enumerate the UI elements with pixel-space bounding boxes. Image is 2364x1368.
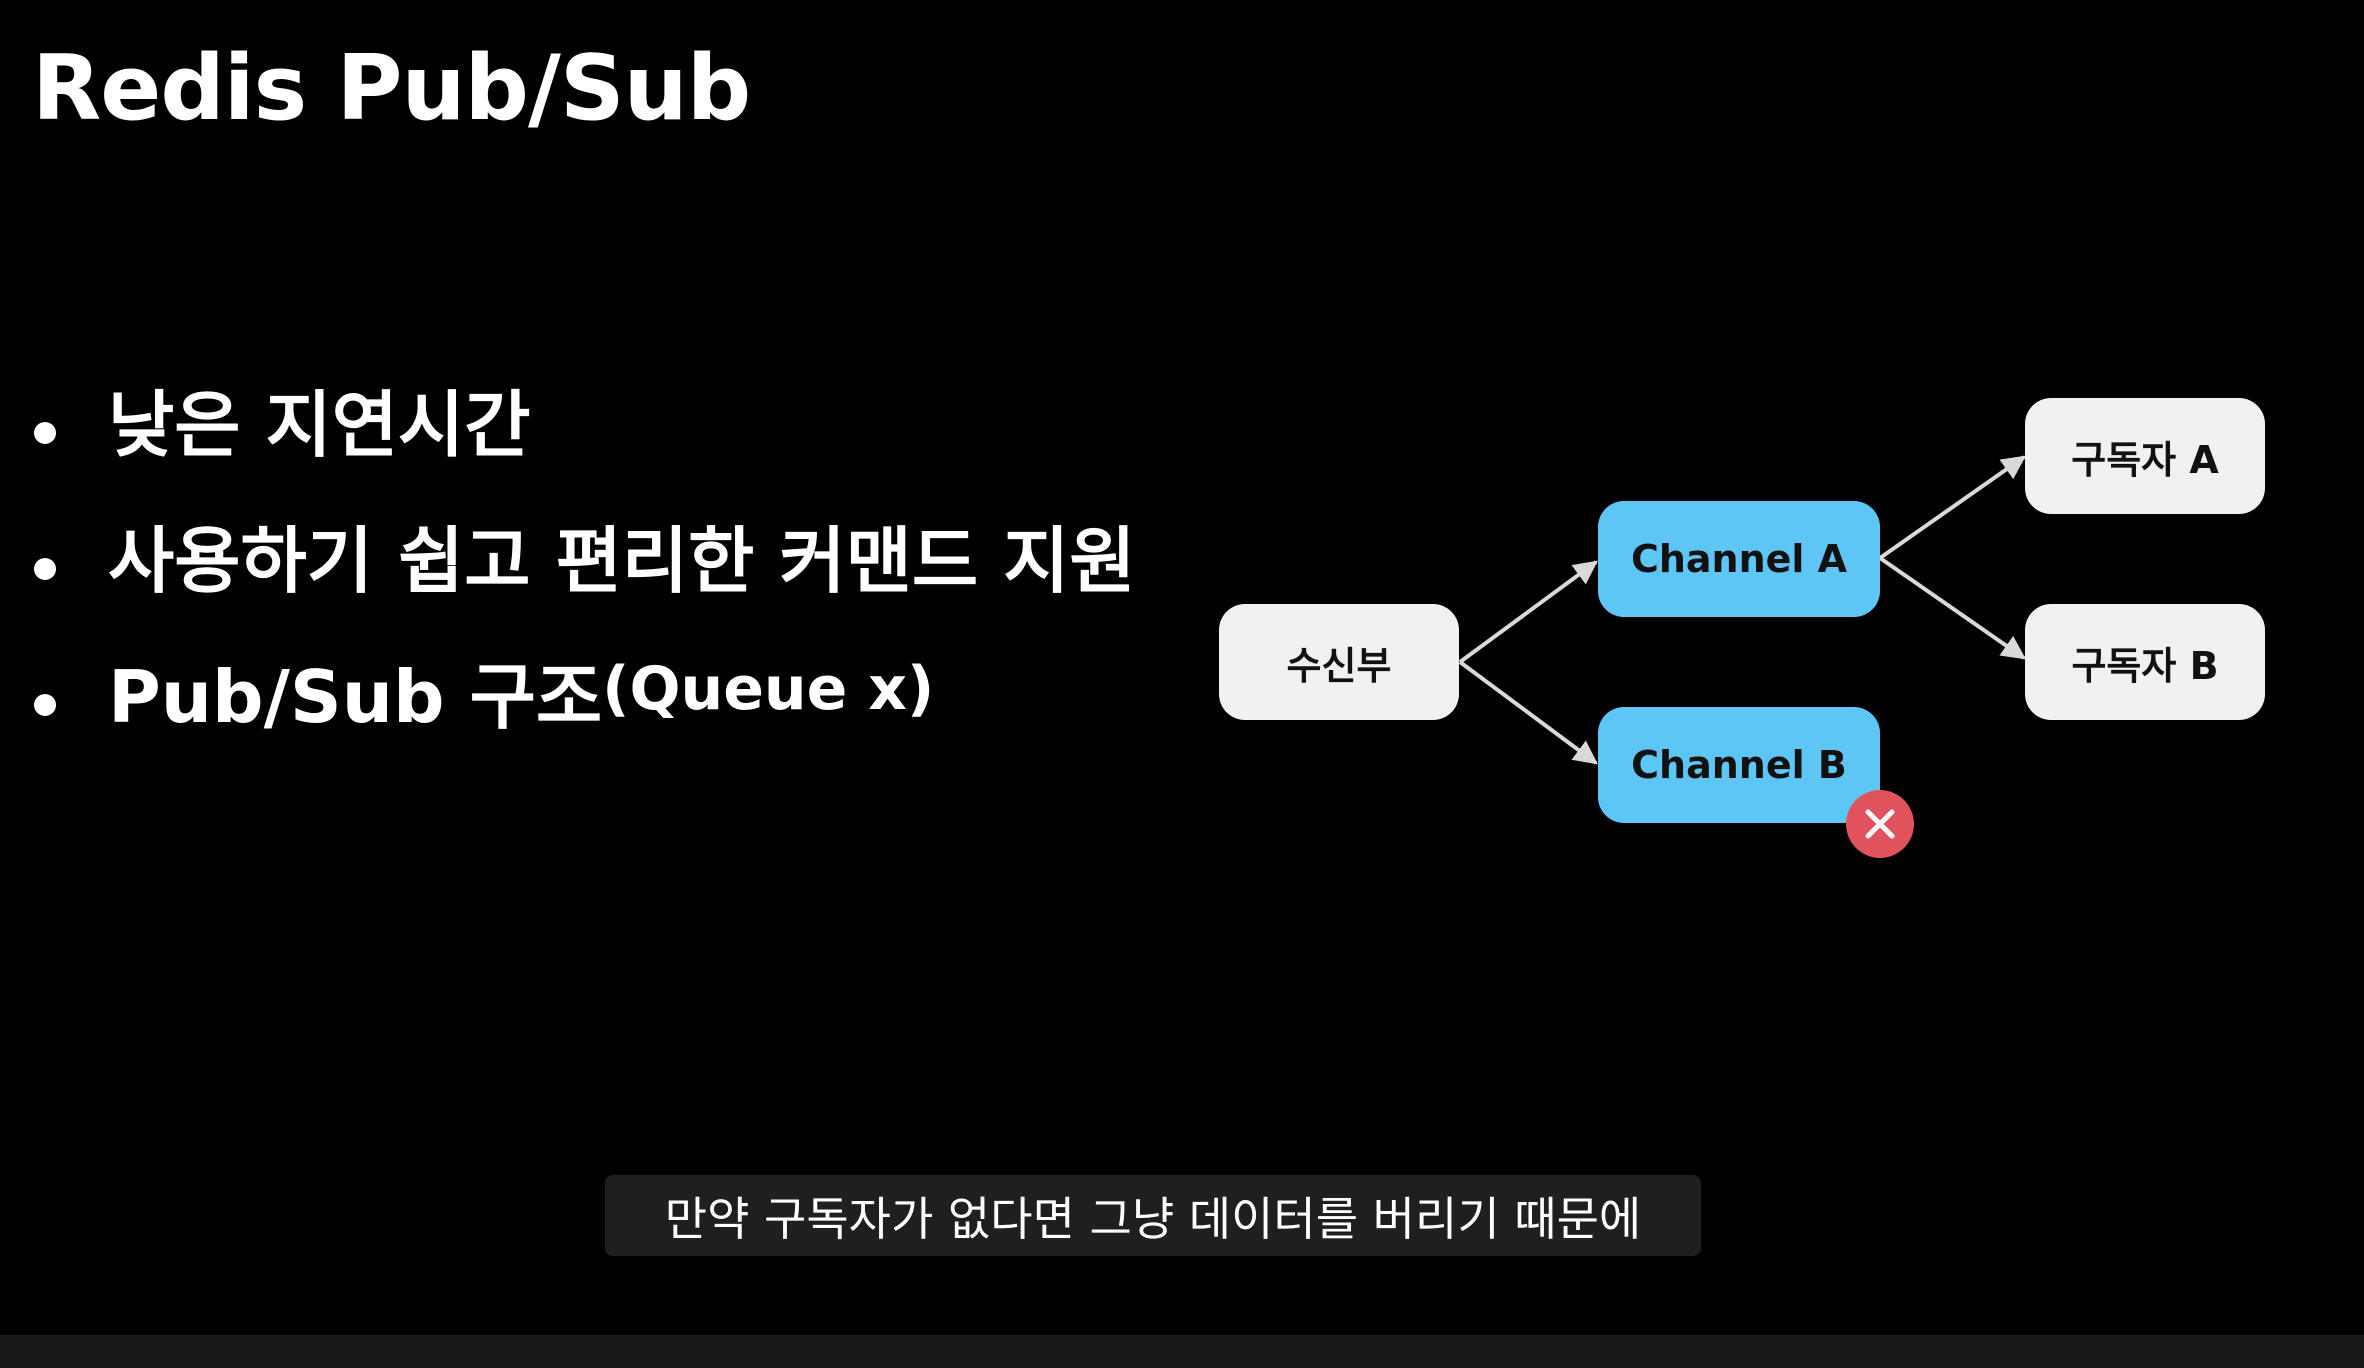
caption-text: 만약 구독자가 없다면 그냥 데이터를 버리기 때문에 <box>664 1191 1642 1246</box>
bullet-text: Pub/Sub 구조 <box>108 655 603 739</box>
error-badge <box>1846 790 1914 858</box>
player-bottom-bar <box>0 1335 2364 1368</box>
channel-b-node: Channel B <box>1598 707 1880 823</box>
arrow-receiver-to-channel-b <box>1458 660 1598 765</box>
subscriber-b-node-label: 구독자 B <box>2071 643 2219 688</box>
arrow-channel-a-to-subscriber-a <box>1878 455 2026 560</box>
video-caption: 만약 구독자가 없다면 그냥 데이터를 버리기 때문에 <box>605 1175 1701 1256</box>
bullet-list: 낮은 지연시간 사용하기 쉽고 편리한 커맨드 지원 Pub/Sub 구조 (Q… <box>34 382 1136 790</box>
bullet-suffix: (Queue x) <box>602 654 935 724</box>
subscriber-b-node: 구독자 B <box>2025 604 2265 720</box>
receiver-node-label: 수신부 <box>1286 643 1392 688</box>
bullet-text: 낮은 지연시간 <box>108 383 531 467</box>
arrow-receiver-to-channel-a <box>1458 560 1598 664</box>
channel-b-node-label: Channel B <box>1631 743 1847 787</box>
slide-title: Redis Pub/Sub <box>32 36 751 141</box>
bullet-dot <box>34 558 56 580</box>
bullet-item-latency: 낮은 지연시간 <box>34 382 1136 518</box>
receiver-node: 수신부 <box>1219 604 1459 720</box>
bullet-item-commands: 사용하기 쉽고 편리한 커맨드 지원 <box>34 518 1136 654</box>
bullet-dot <box>34 694 56 716</box>
presentation-slide: Redis Pub/Sub 낮은 지연시간 사용하기 쉽고 편리한 커맨드 지원… <box>32 36 2265 1256</box>
arrow-channel-a-to-subscriber-b <box>1878 556 2026 660</box>
channel-a-node-label: Channel A <box>1630 537 1848 581</box>
subscriber-a-node-label: 구독자 A <box>2071 437 2219 482</box>
subscriber-a-node: 구독자 A <box>2025 398 2265 514</box>
channel-a-node: Channel A <box>1598 501 1880 617</box>
bullet-dot <box>34 422 56 444</box>
close-icon <box>1865 809 1895 839</box>
bullet-text: 사용하기 쉽고 편리한 커맨드 지원 <box>108 519 1136 603</box>
bullet-item-structure: Pub/Sub 구조 (Queue x) <box>34 654 1136 790</box>
